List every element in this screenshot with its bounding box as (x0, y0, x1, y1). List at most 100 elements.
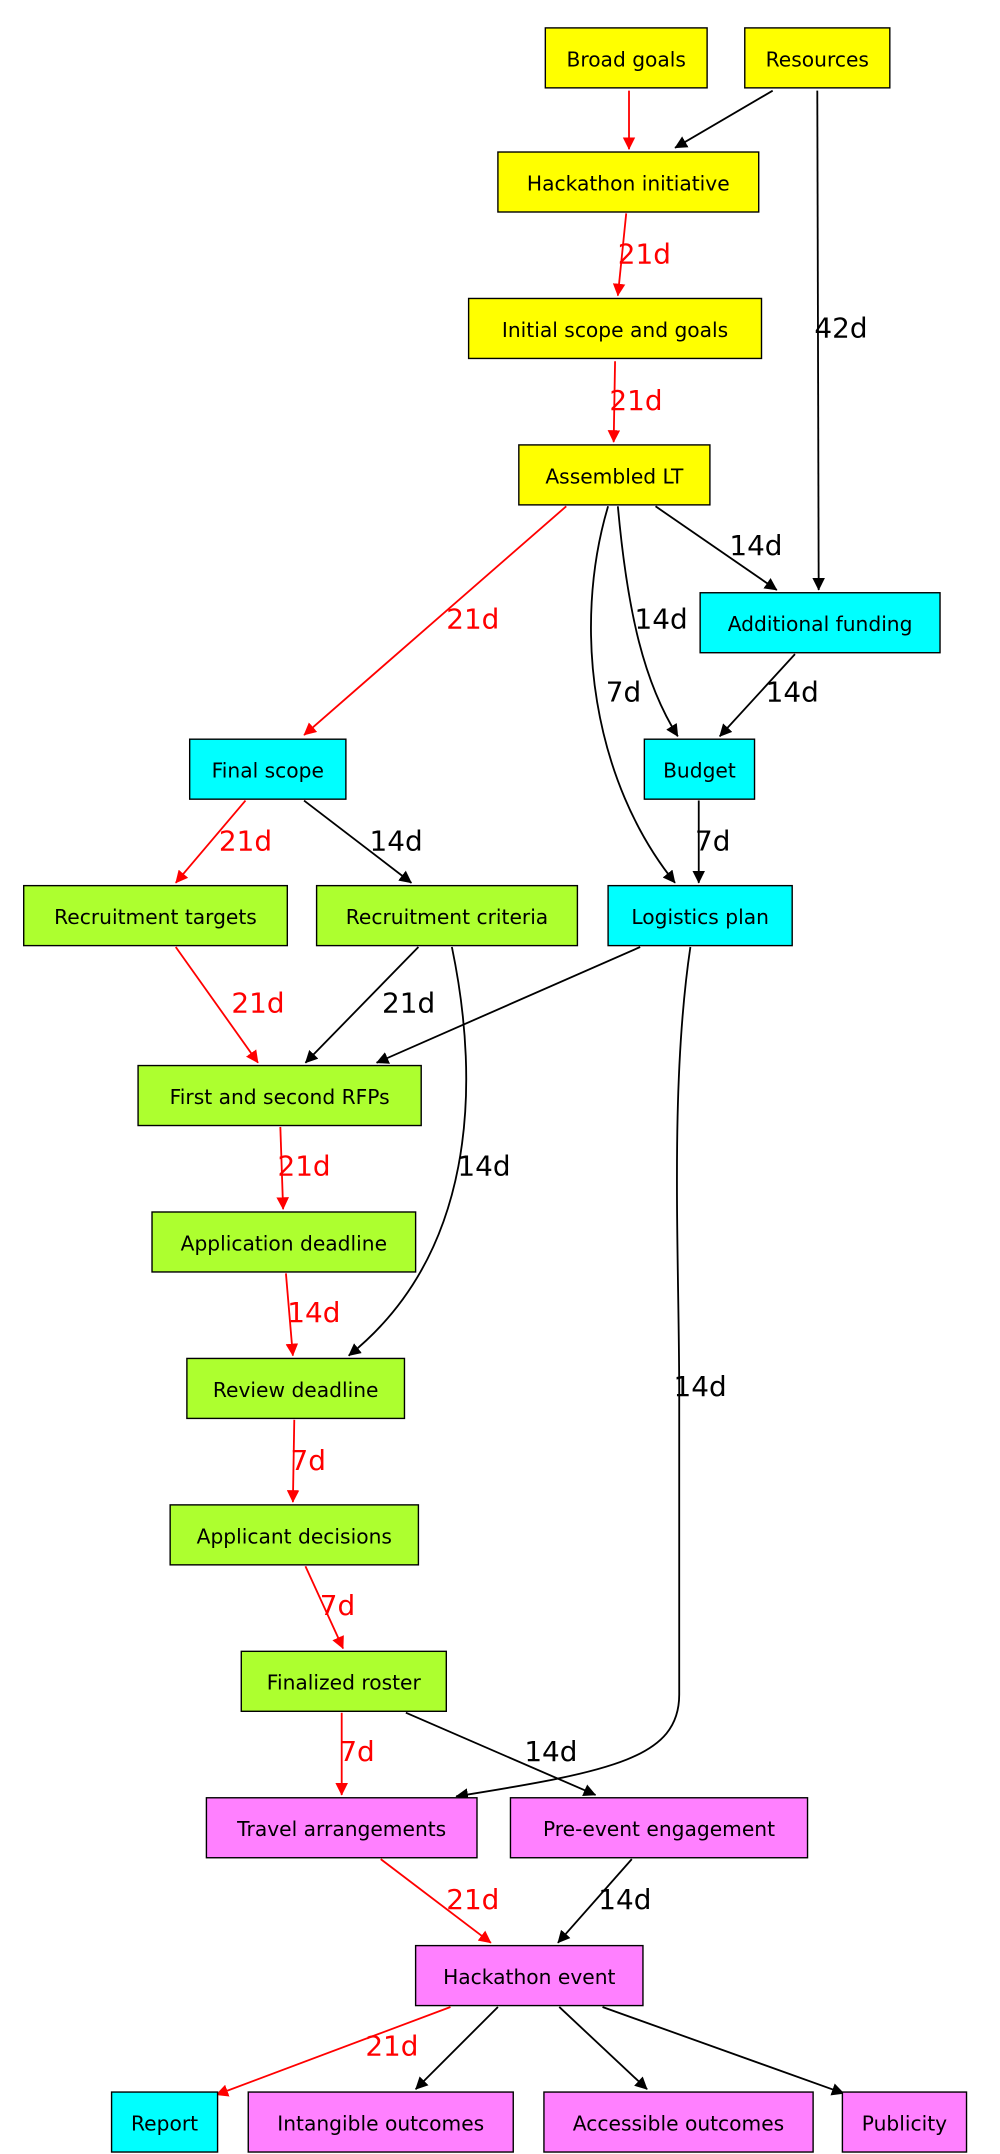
node-box (186, 1357, 406, 1420)
node-box (518, 444, 711, 506)
node-first-second-rfps: First and second RFPs (137, 1064, 422, 1127)
edge-label-initial-scope-to-assembled-lt: 21d (609, 384, 662, 417)
node-box (543, 2091, 814, 2153)
edge-label-pre-event-engagement-to-hackathon-event: 14d (598, 1883, 651, 1916)
edge-label-finalized-roster-to-travel-arrangements: 7d (339, 1735, 374, 1768)
edge-label-final-scope-to-recruitment-targets: 21d (219, 825, 272, 858)
node-label: Publicity (862, 2111, 947, 2135)
edge-label-first-second-rfps-to-application-deadline: 21d (277, 1149, 330, 1182)
node-box (607, 884, 793, 947)
edge-label-hackathon-event-to-report: 21d (365, 2030, 418, 2063)
node-box (188, 738, 347, 800)
edges-layer (174, 89, 845, 2097)
node-label: Applicant decisions (197, 1524, 392, 1548)
edge-recruitment-criteria-to-review-deadline (348, 946, 468, 1357)
edge-label-application-deadline-to-review-deadline: 14d (287, 1296, 340, 1329)
node-label: Hackathon event (443, 1965, 615, 1989)
node-travel-arrangements: Travel arrangements (205, 1797, 478, 1859)
edge-travel-arrangements-to-hackathon-event (380, 1858, 492, 1944)
node-label: Intangible outcomes (277, 2111, 484, 2135)
node-intangible-outcomes: Intangible outcomes (247, 2091, 514, 2153)
node-label: Final scope (212, 759, 324, 783)
edge-initial-scope-to-assembled-lt (607, 361, 621, 443)
edge-recruitment-targets-to-first-second-rfps (174, 946, 259, 1064)
node-hackathon-event: Hackathon event (414, 1944, 644, 2007)
node-box (509, 1797, 809, 1859)
node-box (414, 1944, 644, 2007)
node-report: Report (110, 2091, 219, 2153)
node-label: Resources (766, 47, 869, 71)
node-label: Broad goals (566, 47, 686, 71)
node-applicant-decisions: Applicant decisions (169, 1504, 420, 1566)
node-label: Recruitment targets (54, 905, 257, 929)
node-finalized-roster: Finalized roster (240, 1650, 448, 1712)
edge-label-recruitment-criteria-to-review-deadline: 14d (457, 1149, 510, 1182)
node-logistics-plan: Logistics plan (607, 884, 793, 947)
node-recruitment-criteria: Recruitment criteria (315, 884, 579, 947)
node-box (744, 27, 891, 89)
edge-application-deadline-to-review-deadline (285, 1273, 299, 1357)
node-accessible-outcomes: Accessible outcomes (543, 2091, 814, 2153)
edge-resources-to-hackathon-initiative (674, 89, 774, 149)
node-label: First and second RFPs (170, 1085, 390, 1109)
edge-logistics-plan-to-first-second-rfps (375, 946, 641, 1064)
node-box (841, 2091, 968, 2153)
node-label: Logistics plan (631, 905, 769, 929)
node-review-deadline: Review deadline (186, 1357, 406, 1420)
edge-hackathon-event-to-report (215, 2006, 451, 2097)
edge-label-travel-arrangements-to-hackathon-event: 21d (446, 1883, 499, 1916)
node-box (497, 151, 760, 213)
node-box (169, 1504, 420, 1566)
node-hackathon-initiative: Hackathon initiative (497, 151, 760, 213)
edge-finalized-roster-to-pre-event-engagement (405, 1711, 597, 1796)
node-additional-funding: Additional funding (699, 592, 941, 654)
edge-pre-event-engagement-to-hackathon-event (557, 1858, 633, 1944)
node-assembled-lt: Assembled LT (518, 444, 711, 506)
node-box (110, 2091, 219, 2153)
edge-label-budget-to-logistics-plan: 7d (695, 825, 730, 858)
node-box (240, 1650, 448, 1712)
edge-hackathon-initiative-to-initial-scope (612, 213, 628, 297)
edge-label-additional-funding-to-budget: 14d (766, 675, 819, 708)
node-label: Application deadline (181, 1231, 387, 1255)
edge-label-hackathon-initiative-to-initial-scope: 21d (618, 237, 671, 270)
edge-label-recruitment-criteria-to-first-second-rfps: 21d (382, 986, 435, 1019)
node-box (151, 1211, 417, 1273)
edge-label-final-scope-to-recruitment-criteria: 14d (370, 825, 423, 858)
edge-label-review-deadline-to-applicant-decisions: 7d (291, 1444, 326, 1477)
edge-label-assembled-lt-to-final-scope: 21d (446, 603, 499, 636)
edge-additional-funding-to-budget (718, 653, 796, 738)
edge-review-deadline-to-applicant-decisions (286, 1419, 300, 1503)
node-publicity: Publicity (841, 2091, 968, 2153)
node-box (315, 884, 579, 947)
edge-assembled-lt-to-logistics-plan (590, 506, 676, 884)
node-budget: Budget (643, 738, 756, 800)
edge-applicant-decisions-to-finalized-roster (304, 1565, 344, 1650)
edge-assembled-lt-to-budget (616, 506, 679, 737)
node-box (247, 2091, 514, 2153)
node-label: Additional funding (728, 612, 913, 636)
node-box (137, 1064, 422, 1127)
edge-label-assembled-lt-to-additional-funding: 14d (729, 529, 782, 562)
edge-first-second-rfps-to-application-deadline (276, 1126, 289, 1210)
edge-hackathon-event-to-intangible-outcomes (414, 2006, 499, 2090)
node-initial-scope: Initial scope and goals (467, 297, 763, 360)
node-label: Finalized roster (267, 1671, 422, 1695)
edge-assembled-lt-to-final-scope (303, 505, 567, 736)
node-pre-event-engagement: Pre-event engagement (509, 1797, 809, 1859)
node-label: Initial scope and goals (502, 318, 728, 342)
node-box (643, 738, 756, 800)
edge-logistics-plan-to-travel-arrangements (455, 946, 692, 1801)
node-resources: Resources (744, 27, 891, 89)
node-box (205, 1797, 478, 1859)
edge-final-scope-to-recruitment-criteria (303, 799, 412, 884)
edge-assembled-lt-to-additional-funding (654, 505, 778, 591)
node-label: Recruitment criteria (346, 905, 548, 929)
edge-label-applicant-decisions-to-finalized-roster: 7d (320, 1589, 355, 1622)
node-box (699, 592, 941, 654)
edge-final-scope-to-recruitment-targets (175, 799, 247, 884)
node-label: Pre-event engagement (543, 1817, 775, 1841)
